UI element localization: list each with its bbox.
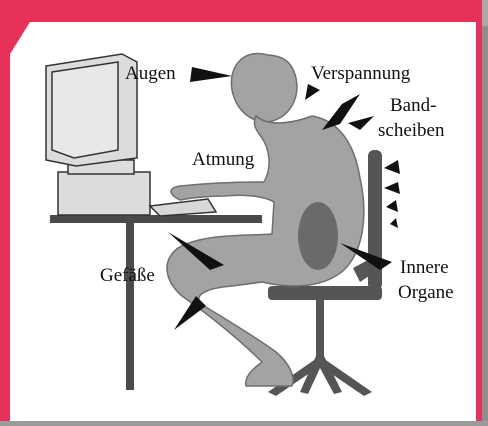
label-augen: Augen [125, 63, 176, 84]
label-innere: Innere [400, 257, 449, 278]
label-gefaesse: Gefäße [100, 265, 155, 286]
computer-base-unit [58, 172, 150, 215]
label-organe: Organe [398, 282, 454, 303]
label-bandscheiben-line1: Band- [390, 95, 436, 116]
monitor-screen [52, 62, 118, 158]
desk-top [50, 215, 262, 223]
label-bandscheiben-line2: scheiben [378, 120, 445, 141]
label-verspannung: Verspannung [311, 63, 411, 84]
chair-post [316, 298, 324, 358]
label-atmung: Atmung [192, 149, 255, 170]
chair-seat [268, 286, 382, 300]
desk-leg [126, 222, 134, 390]
inner-organs-highlight [298, 202, 338, 270]
